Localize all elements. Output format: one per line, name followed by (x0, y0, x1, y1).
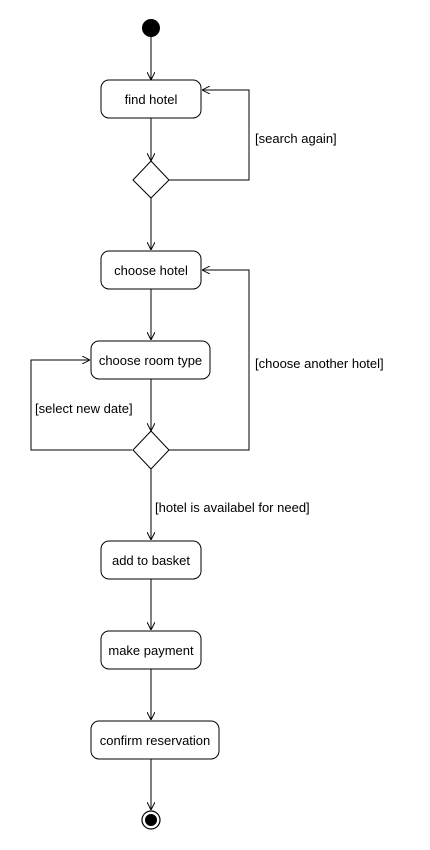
activity-choose-room-type: choose room type (90, 340, 211, 380)
initial-node (142, 19, 160, 37)
activity-confirm-reservation-label: confirm reservation (100, 733, 211, 748)
activity-make-payment: make payment (100, 630, 202, 670)
decision-node-2 (132, 430, 170, 470)
activity-choose-room-type-label: choose room type (99, 353, 202, 368)
activity-choose-hotel: choose hotel (100, 250, 202, 290)
activity-add-to-basket: add to basket (100, 540, 202, 580)
edge-select-new-date-loop (30, 360, 132, 451)
guard-choose-another-hotel: [choose another hotel] (255, 356, 384, 371)
activity-add-to-basket-label: add to basket (112, 553, 190, 568)
activity-choose-hotel-label: choose hotel (114, 263, 188, 278)
activity-make-payment-label: make payment (108, 643, 194, 658)
guard-select-new-date: [select new date] (35, 401, 133, 416)
edge-search-again-loop (169, 90, 250, 181)
activity-confirm-reservation: confirm reservation (90, 720, 220, 760)
guard-hotel-available: [hotel is availabel for need] (155, 500, 310, 515)
decision-node-1 (132, 160, 170, 199)
final-node (141, 810, 161, 830)
edge-choose-another-hotel-loop (169, 270, 250, 451)
activity-find-hotel-label: find hotel (125, 92, 178, 107)
guard-search-again: [search again] (255, 131, 337, 146)
activity-find-hotel: find hotel (100, 79, 202, 119)
